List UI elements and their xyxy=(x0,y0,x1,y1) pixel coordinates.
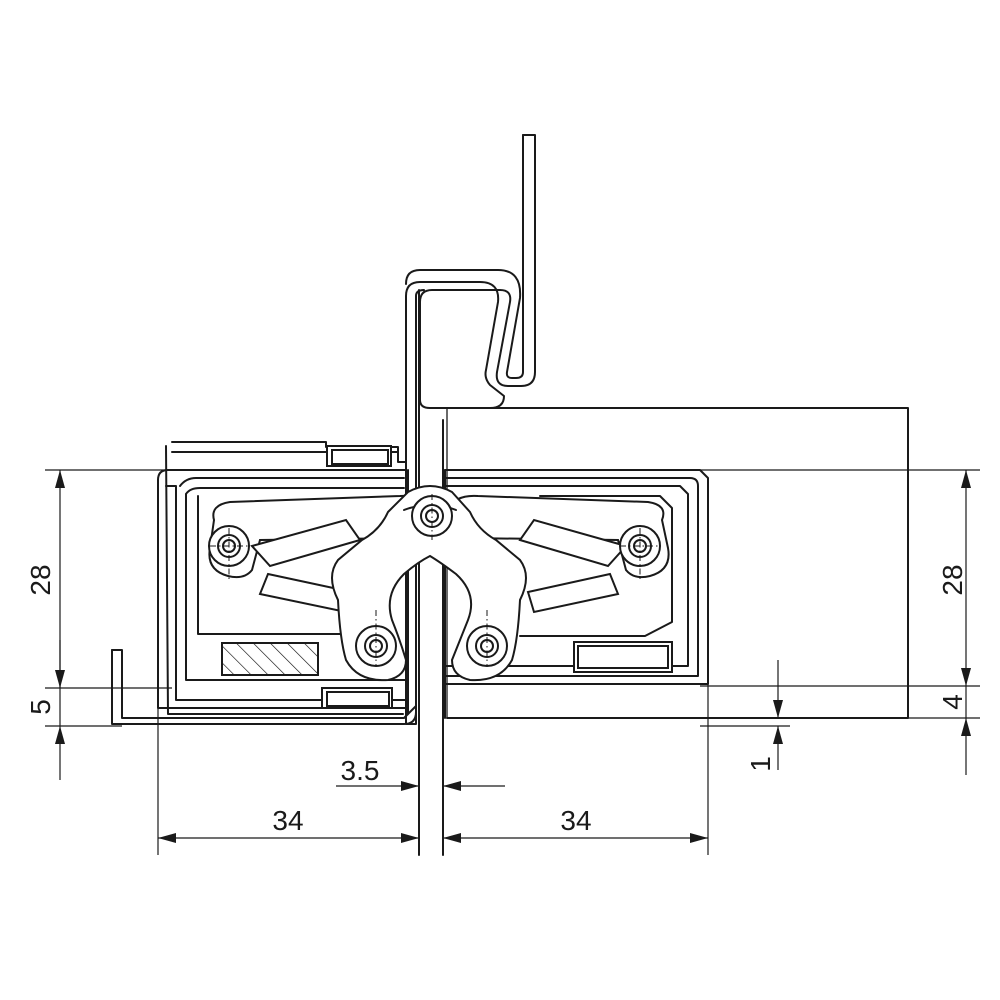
dim-right-height-label: 28 xyxy=(937,564,968,595)
center-pivot xyxy=(407,289,446,856)
dim-gap-small: 1 xyxy=(745,660,783,772)
dim-left-width-label: 34 xyxy=(272,805,303,836)
dim-right-height: 28 xyxy=(937,470,971,686)
dim-gap-center: 3.5 xyxy=(336,755,505,791)
left-hinge-housing xyxy=(111,441,417,725)
left-arm xyxy=(208,494,434,614)
dim-gap-center-label: 3.5 xyxy=(341,755,380,786)
center-marks xyxy=(210,494,660,666)
dim-right-offset-label: 4 xyxy=(937,694,968,710)
dim-left-height: 28 xyxy=(25,470,65,688)
dim-right-width-label: 34 xyxy=(560,805,591,836)
dim-left-offset-label: 5 xyxy=(25,699,56,715)
extension-lines xyxy=(45,469,980,855)
dim-left-offset: 5 xyxy=(25,640,65,780)
dim-left-height-label: 28 xyxy=(25,564,56,595)
right-arm xyxy=(444,494,670,614)
dim-left-width: 34 xyxy=(158,805,419,843)
dim-right-offset: 4 xyxy=(937,686,971,775)
frame-profile xyxy=(405,134,536,725)
dim-gap-small-label: 1 xyxy=(745,756,776,772)
dim-right-width: 34 xyxy=(443,805,708,843)
right-hinge-housing xyxy=(444,469,709,685)
